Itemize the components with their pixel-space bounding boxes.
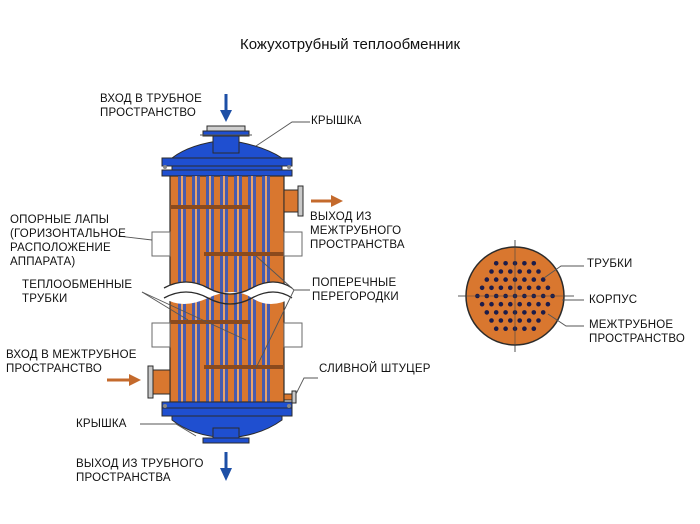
tube-hole [517, 301, 522, 307]
tube-hole [479, 285, 485, 291]
tube-hole [526, 301, 532, 307]
tube-hole [503, 310, 508, 315]
support-legs [151, 231, 303, 348]
tube-hole [536, 269, 541, 274]
tube-outlet-arrow [220, 452, 232, 481]
transverse-baffles [170, 205, 284, 369]
tube-hole [493, 326, 499, 332]
tube-hole [489, 269, 494, 274]
tube-hole [503, 326, 508, 332]
tube-hole [479, 301, 485, 307]
shell-break [163, 281, 293, 305]
tube-hole [493, 310, 499, 315]
tube-hole [545, 285, 551, 291]
tube-hole [489, 285, 494, 291]
tube-hole [540, 310, 546, 315]
shell-outlet-nozzle [283, 185, 304, 217]
tube-hole [489, 318, 494, 323]
tube-hole [522, 326, 527, 332]
tube-hole [484, 310, 490, 315]
label-section-tubes: ТРУБКИ [587, 258, 633, 270]
top-cover [161, 125, 293, 177]
diagram-title: Кожухотрубный теплообменник [239, 36, 461, 53]
tube-hole [526, 285, 532, 291]
tube-hole [517, 318, 522, 323]
tube-hole [536, 318, 541, 323]
tube-hole [498, 285, 504, 291]
tube-hole [526, 269, 532, 274]
tube-hole [508, 301, 513, 307]
tube-inlet-arrow [220, 94, 232, 122]
tube-hole [517, 269, 522, 274]
tube-hole [522, 310, 527, 315]
tube-hole [517, 285, 522, 291]
tube-hole [545, 301, 551, 307]
tube-hole [498, 269, 504, 274]
tube-hole [531, 326, 537, 332]
tube-hole [522, 277, 527, 282]
tube-hole [498, 318, 504, 323]
tube-hole [498, 301, 504, 307]
label-section-shell: КОРПУС [589, 294, 638, 306]
tube-hole [531, 277, 537, 282]
label-cover-bottom: КРЫШКА [76, 418, 127, 430]
tube-hole [508, 285, 513, 291]
tube-hole [531, 310, 537, 315]
tube-hole [522, 261, 527, 266]
shell-outlet-arrow [311, 195, 343, 207]
shell-inlet-nozzle [147, 365, 171, 399]
tube-hole [508, 269, 513, 274]
cross-section [458, 240, 584, 352]
tube-hole [536, 285, 541, 291]
tube-hole [526, 318, 532, 323]
tube-hole [536, 301, 541, 307]
label-cover-top: КРЫШКА [311, 115, 362, 127]
bottom-cover [161, 401, 293, 444]
leader-lines [117, 121, 318, 437]
tube-hole [484, 277, 490, 282]
tube-hole [489, 301, 494, 307]
drain-fitting [283, 390, 297, 404]
tube-hole [503, 261, 508, 266]
tube-hole [531, 261, 537, 266]
shell-inlet-arrow [107, 374, 141, 386]
tube-hole [493, 261, 499, 266]
tube-hole [503, 277, 508, 282]
tube-hole [508, 318, 513, 323]
label-drain: СЛИВНОЙ ШТУЦЕР [319, 363, 431, 375]
tube-hole [540, 277, 546, 282]
tube-hole [493, 277, 499, 282]
